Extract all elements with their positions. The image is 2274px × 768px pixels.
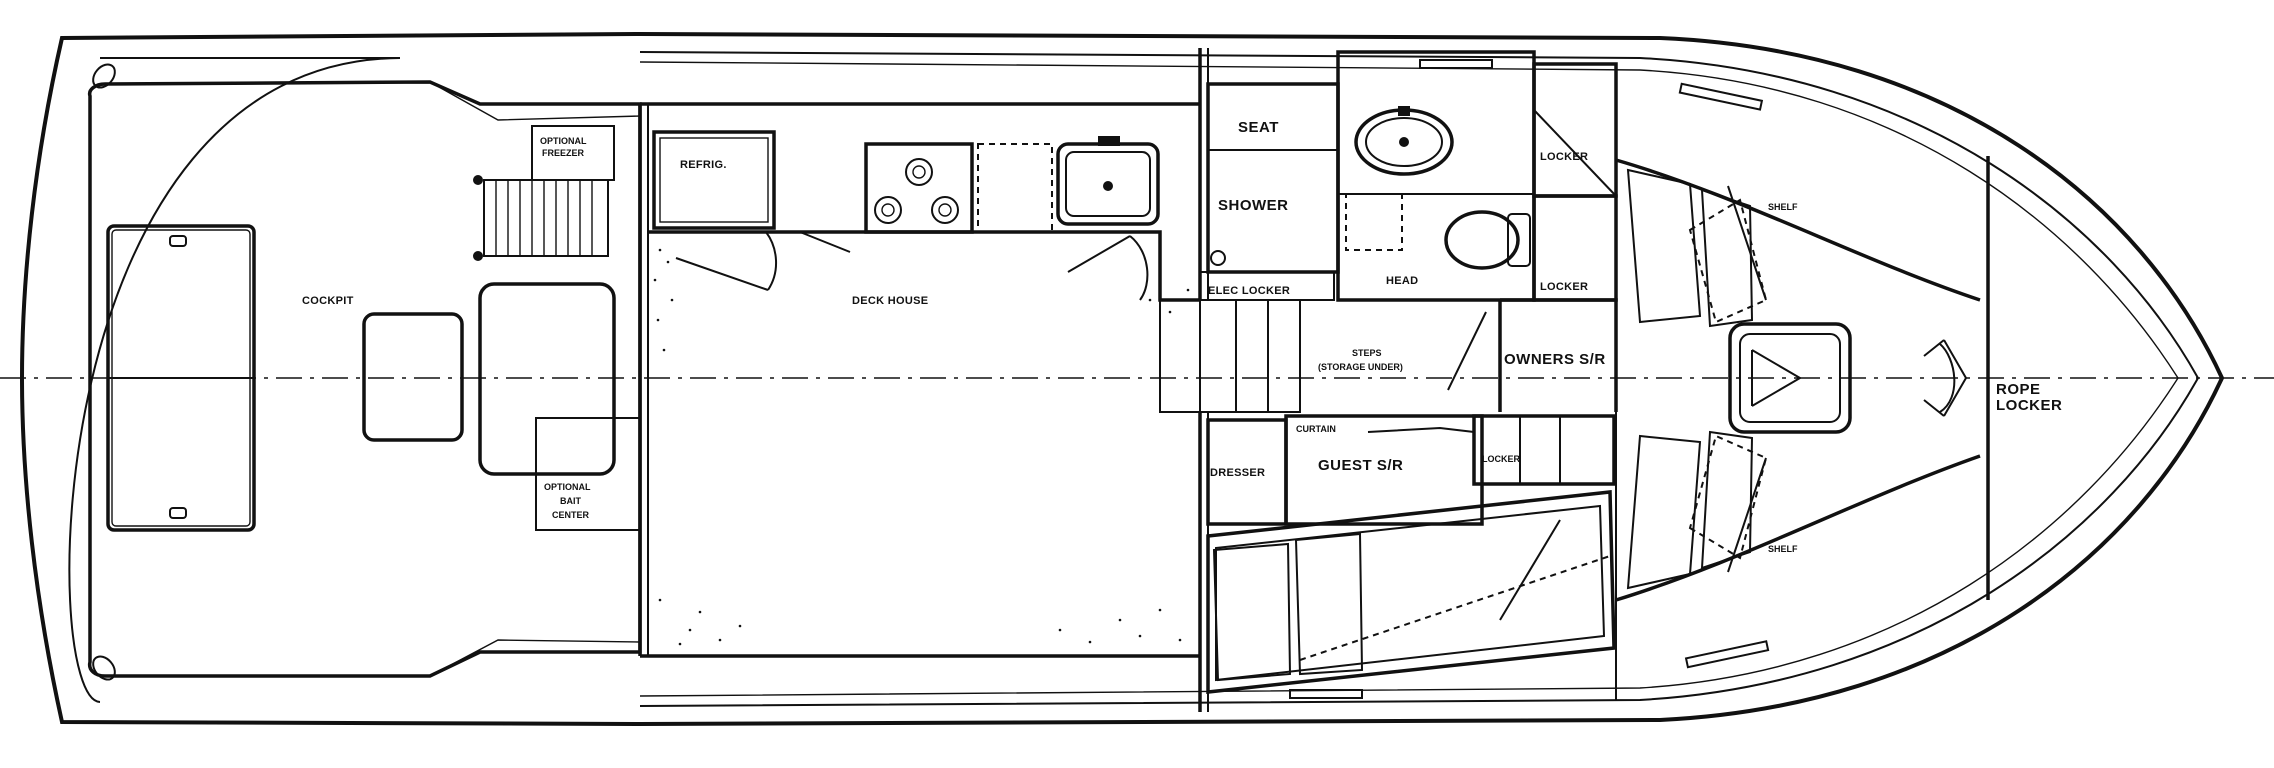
vberth-dash-bottom: [1688, 434, 1768, 560]
door-galley: [799, 231, 851, 253]
cockpit-side-top: [429, 81, 641, 121]
guest-room: [1284, 414, 1484, 526]
label-curtain: CURTAIN: [1296, 424, 1336, 434]
rail-stanchion-top-2: [1678, 82, 1764, 111]
gunwale-inner: [639, 61, 2179, 697]
deckhouse-stipple: [653, 248, 1190, 646]
label-rope-locker-1: ROPE: [1996, 381, 2041, 398]
galley-counter: [648, 230, 1200, 302]
inner-sheer: [639, 51, 2200, 707]
label-guest-sr: GUEST S/R: [1318, 457, 1403, 474]
head-counter: [1345, 193, 1403, 251]
burner-3: [931, 196, 959, 224]
counter-space: [977, 143, 1053, 233]
label-rope-locker-2: LOCKER: [1996, 397, 2062, 414]
forward-hatch: [1728, 322, 1852, 434]
vberth-dash-top: [1688, 198, 1768, 324]
burner-2: [905, 158, 933, 186]
label-owners-sr: OWNERS S/R: [1504, 351, 1606, 368]
shower: [1206, 82, 1340, 274]
guest-berth-pillow-1: [1212, 542, 1292, 682]
burner-1: [874, 196, 902, 224]
label-locker-mid: LOCKER: [1540, 281, 1588, 293]
hull-outline: [19, 31, 2225, 727]
hatch-handle-top: [169, 235, 187, 247]
elec-locker-panel: [1199, 271, 1335, 301]
label-locker-small: LOCKER: [1482, 454, 1521, 464]
vberth-outline-bottom: [1615, 454, 1981, 602]
chair-base: [362, 312, 464, 442]
stove: [864, 142, 974, 234]
label-shower: SHOWER: [1218, 197, 1289, 214]
rail-stanchion-bottom-2: [1684, 640, 1770, 669]
cockpit-side-bottom: [429, 639, 641, 677]
label-shelf-upper: SHELF: [1768, 202, 1798, 212]
label-dresser: DRESSER: [1210, 467, 1265, 479]
label-optional-freezer-2: FREEZER: [542, 148, 585, 158]
label-optional-bait-2: BAIT: [560, 496, 581, 506]
vberth-outline-top: [1615, 158, 1981, 302]
refrigerator: [652, 130, 776, 230]
door-aft: [675, 231, 778, 291]
shower-drain: [1210, 250, 1226, 266]
label-steps-1: STEPS: [1352, 348, 1382, 358]
vberth-cushion-bottom-2: [1700, 430, 1754, 570]
label-seat: SEAT: [1238, 119, 1279, 136]
guest-berth: [1206, 490, 1616, 694]
curtain-line: [1367, 426, 1475, 433]
cockpit-ladder: [473, 175, 609, 261]
toilet-tank: [1507, 213, 1531, 267]
door-fwd: [1067, 235, 1149, 301]
label-head: HEAD: [1386, 275, 1418, 287]
label-optional-bait-3: CENTER: [552, 510, 590, 520]
rail-stanchion-top: [1419, 59, 1493, 69]
companionway-steps: [1159, 299, 1301, 413]
owners-door: [1447, 311, 1487, 391]
vberth-cushion-bottom-1: [1626, 434, 1702, 590]
gunwale-line: [68, 57, 401, 703]
bait-center-box: [478, 282, 616, 476]
label-refrig: REFRIG.: [680, 159, 727, 171]
guest-berth-pillow-2: [1294, 532, 1364, 676]
locker-small: [1472, 414, 1616, 486]
toilet: [1444, 210, 1520, 270]
freezer-box: [531, 125, 615, 181]
label-optional-bait-1: OPTIONAL: [544, 482, 591, 492]
vberth-cushion-top-1: [1626, 168, 1702, 324]
rope-locker-hatch: [1923, 339, 1968, 417]
refrigerator-inner: [659, 137, 769, 223]
label-cockpit: COCKPIT: [302, 295, 354, 307]
label-steps-2: (STORAGE UNDER): [1318, 362, 1403, 372]
vberth-cushion-top-2: [1700, 188, 1754, 328]
locker-upper: [1532, 62, 1618, 198]
label-shelf-lower: SHELF: [1768, 544, 1798, 554]
hatch-handle-bottom: [169, 507, 187, 519]
guest-berth-dash: [1299, 555, 1611, 661]
rail-stanchion-bottom: [1289, 689, 1363, 699]
label-elec-locker: ELEC LOCKER: [1208, 285, 1290, 297]
cleat-aft-bottom: [92, 655, 116, 681]
label-optional-freezer-1: OPTIONAL: [540, 136, 587, 146]
label-locker-upper: LOCKER: [1540, 151, 1588, 163]
label-deck-house: DECK HOUSE: [852, 295, 928, 307]
